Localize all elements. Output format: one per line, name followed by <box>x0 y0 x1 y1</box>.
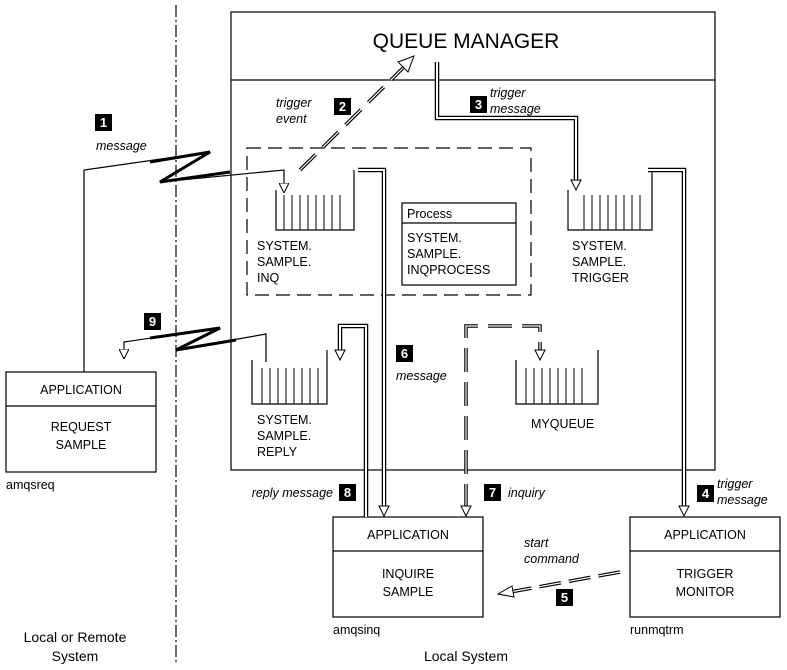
step-badge-2: 2 trigger event <box>276 96 351 126</box>
step-2-label-2: event <box>276 112 307 126</box>
step-3-label-2: message <box>490 102 541 116</box>
queue-myqueue: MYQUEUE <box>515 350 599 431</box>
step-4-label-2: message <box>717 493 768 507</box>
system-left-line-2: System <box>52 648 99 664</box>
step-badge-9: 9 <box>144 313 161 330</box>
queue-trigger-label-1: SYSTEM. <box>572 239 627 253</box>
app-trigger-line-2: MONITOR <box>676 585 735 599</box>
app-inquire-line-1: INQUIRE <box>382 567 434 581</box>
app-request-header: APPLICATION <box>40 383 122 397</box>
step-6-label: message <box>396 369 447 383</box>
system-left-line-1: Local or Remote <box>24 629 127 645</box>
step-8-label: reply message <box>252 486 333 500</box>
step-badge-5: 5 start command <box>524 536 580 606</box>
step-1-label: message <box>96 139 147 153</box>
flow-2-trigger-event <box>298 55 415 172</box>
app-request-line-1: REQUEST <box>51 420 112 434</box>
queue-trigger-label-2: SAMPLE. <box>572 255 626 269</box>
queue-trigger: SYSTEM. SAMPLE. TRIGGER <box>567 170 653 285</box>
queue-manager-title: QUEUE MANAGER <box>373 30 560 53</box>
step-badge-1: 1 message <box>95 114 147 153</box>
queue-inq-label-1: SYSTEM. <box>257 239 312 253</box>
step-5-number: 5 <box>561 590 568 605</box>
step-1-number: 1 <box>100 115 107 130</box>
queue-reply: SYSTEM. SAMPLE. REPLY <box>251 350 328 459</box>
step-7-number: 7 <box>489 485 496 500</box>
flow-4-trigger-message <box>648 167 690 518</box>
flow-8-reply-message <box>334 323 369 517</box>
step-2-label-1: trigger <box>276 96 312 110</box>
queue-reply-label-3: REPLY <box>257 445 298 459</box>
process-line-3: INQPROCESS <box>407 263 490 277</box>
step-badge-3: 3 trigger message <box>470 86 541 116</box>
flow-3-trigger-message <box>434 62 582 192</box>
step-badge-4: 4 trigger message <box>697 477 768 507</box>
flow-6-message <box>358 167 390 518</box>
flow-1-message <box>83 150 284 372</box>
step-badge-6: 6 message <box>396 345 447 383</box>
step-4-label-1: trigger <box>717 477 753 491</box>
app-request-sample: APPLICATION REQUEST SAMPLE amqsreq <box>5 371 157 492</box>
app-trigger-monitor: APPLICATION TRIGGER MONITOR runmqtrm <box>629 516 781 637</box>
queue-reply-label-2: SAMPLE. <box>257 429 311 443</box>
process-header: Process <box>407 207 452 221</box>
process-line-1: SYSTEM. <box>407 231 462 245</box>
step-5-label-2: command <box>524 552 580 566</box>
queue-reply-label-1: SYSTEM. <box>257 413 312 427</box>
app-inquire-header: APPLICATION <box>367 528 449 542</box>
app-inquire-program: amqsinq <box>333 623 380 637</box>
process-line-2: SAMPLE. <box>407 247 461 261</box>
app-trigger-program: runmqtrm <box>630 623 683 637</box>
step-7-label: inquiry <box>508 486 546 500</box>
step-9-number: 9 <box>149 314 156 329</box>
step-6-number: 6 <box>401 346 408 361</box>
system-label-right: Local System <box>424 648 508 664</box>
queue-myqueue-label: MYQUEUE <box>531 417 594 431</box>
step-3-number: 3 <box>475 97 482 112</box>
queue-inq-label-2: SAMPLE. <box>257 255 311 269</box>
step-8-number: 8 <box>344 485 351 500</box>
step-2-number: 2 <box>339 99 346 114</box>
queue-inq: SYSTEM. SAMPLE. INQ <box>257 170 355 285</box>
app-trigger-header: APPLICATION <box>664 528 746 542</box>
step-3-label-1: trigger <box>490 86 526 100</box>
process-definition: Process SYSTEM. SAMPLE. INQPROCESS <box>401 202 517 286</box>
app-inquire-line-2: SAMPLE <box>383 585 434 599</box>
step-5-label-1: start <box>524 536 549 550</box>
step-4-number: 4 <box>702 486 710 501</box>
app-request-program: amqsreq <box>6 478 55 492</box>
step-badge-7: 7 inquiry <box>484 484 546 501</box>
app-inquire-sample: APPLICATION INQUIRE SAMPLE amqsinq <box>332 516 484 637</box>
queue-inq-label-3: INQ <box>257 271 280 285</box>
flow-7-inquiry <box>460 324 546 518</box>
flow-5-start-command <box>496 570 621 598</box>
initiation-group <box>246 147 532 296</box>
flow-9-reply <box>124 326 267 362</box>
app-request-line-2: SAMPLE <box>56 438 107 452</box>
queue-trigger-label-3: TRIGGER <box>572 271 629 285</box>
step-badge-8: 8 reply message <box>252 484 356 501</box>
app-trigger-line-1: TRIGGER <box>677 567 734 581</box>
system-label-left: Local or Remote System <box>24 629 127 664</box>
